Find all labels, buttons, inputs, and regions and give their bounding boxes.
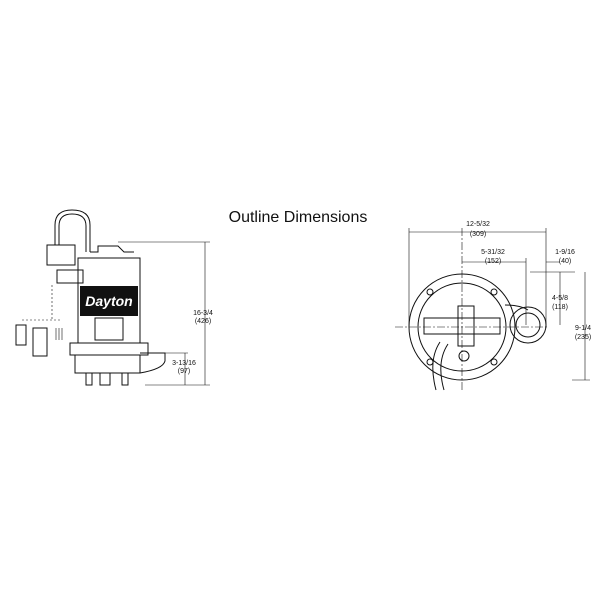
cord-grip [458, 350, 470, 362]
wire-ends [55, 328, 63, 340]
cord-loop-inner [58, 213, 87, 252]
plug-icon [15, 324, 27, 346]
pump-top-cap [90, 245, 134, 253]
handle-plate [94, 317, 124, 341]
piggyback-plug-icon [32, 327, 48, 357]
half-depth-dimension: 4-5/8 [552, 295, 568, 302]
ear-dimension-mm: (40) [559, 258, 571, 265]
center-dimension: 5-31/32 [481, 249, 505, 256]
height-dimension-mm: (426) [195, 318, 211, 325]
brand-logo: Dayton [85, 293, 132, 309]
bolt-hole [426, 288, 434, 296]
center-lines [395, 228, 548, 392]
pump-top-view: 12-5/32 (309) 5-31/32 (152) 1-9/16 (40) … [395, 221, 591, 392]
ear-dimension: 1-9/16 [555, 249, 575, 256]
side-dimension-lines [118, 241, 210, 386]
cord-loop [54, 209, 91, 252]
pump-side-view: Dayton 16-3/4 (426) 3-13/16 (97) [15, 209, 213, 386]
width-dimension-mm: (309) [470, 231, 486, 238]
bolt-hole [426, 358, 434, 366]
height-dimension: 16-3/4 [193, 310, 213, 317]
float-switch [46, 244, 76, 266]
ear-link [504, 304, 529, 311]
brand-plate [80, 286, 138, 316]
switch-bracket [56, 269, 84, 284]
discharge-dimension: 3-13/16 [172, 360, 196, 367]
diagram-title: Outline Dimensions [229, 209, 368, 226]
depth-dimension-mm: (235) [575, 334, 591, 341]
discharge-dimension-mm: (97) [178, 368, 190, 375]
half-depth-dimension-mm: (118) [552, 304, 568, 311]
power-cord [432, 341, 449, 391]
volute-flange [69, 342, 149, 356]
top-dimension-lines [408, 228, 590, 381]
bolt-hole [490, 358, 498, 366]
volute-discharge [74, 352, 166, 374]
pump-feet [85, 373, 129, 386]
depth-dimension: 9-1/4 [575, 325, 591, 332]
discharge-hole [515, 312, 541, 338]
handle-clamp [457, 305, 475, 347]
bolt-hole [490, 288, 498, 296]
center-dimension-mm: (152) [485, 258, 501, 265]
width-dimension: 12-5/32 [466, 221, 490, 228]
